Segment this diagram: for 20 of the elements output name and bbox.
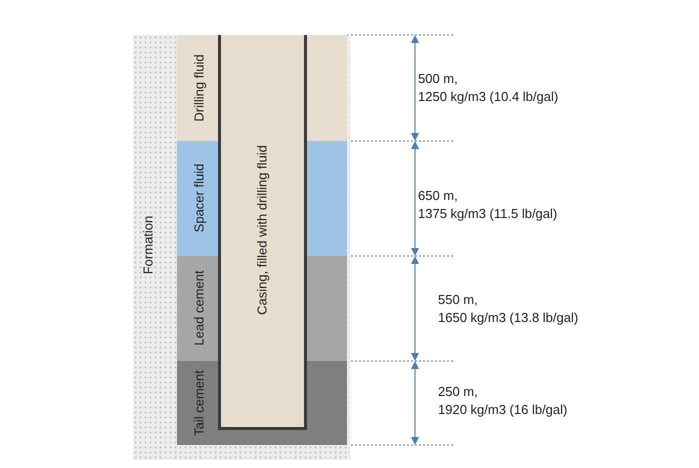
- dimension-label: 500 m, 1250 kg/m3 (10.4 lb/gal): [418, 70, 558, 106]
- dimension-label: 650 m, 1375 kg/m3 (11.5 lb/gal): [418, 187, 558, 223]
- drilling-fluid-annulus: [307, 35, 347, 141]
- zone-label: Tail cement: [192, 370, 206, 436]
- dimension-label: 250 m, 1920 kg/m3 (16 lb/gal): [438, 383, 568, 419]
- zone-label: Drilling fluid: [192, 54, 206, 122]
- tail-cement-annulus: [307, 361, 347, 445]
- lead-cement-annulus: [307, 256, 347, 361]
- zone-label: Lead cement: [192, 270, 206, 346]
- zone-label: Casing, filled with drilling fluid: [254, 145, 270, 315]
- casing: [218, 35, 307, 430]
- formation-area: [133, 35, 350, 460]
- zone-label: Spacer fluid: [192, 164, 206, 232]
- zone-label: Formation: [140, 216, 156, 274]
- spacer-fluid-zone: [177, 141, 218, 256]
- lead-cement-zone: [177, 256, 218, 361]
- tail-cement-zone: [177, 361, 218, 445]
- spacer-fluid-annulus: [307, 141, 347, 256]
- drilling-fluid-zone: [177, 35, 218, 141]
- dimension-label: 550 m, 1650 kg/m3 (13.8 lb/gal): [438, 291, 578, 327]
